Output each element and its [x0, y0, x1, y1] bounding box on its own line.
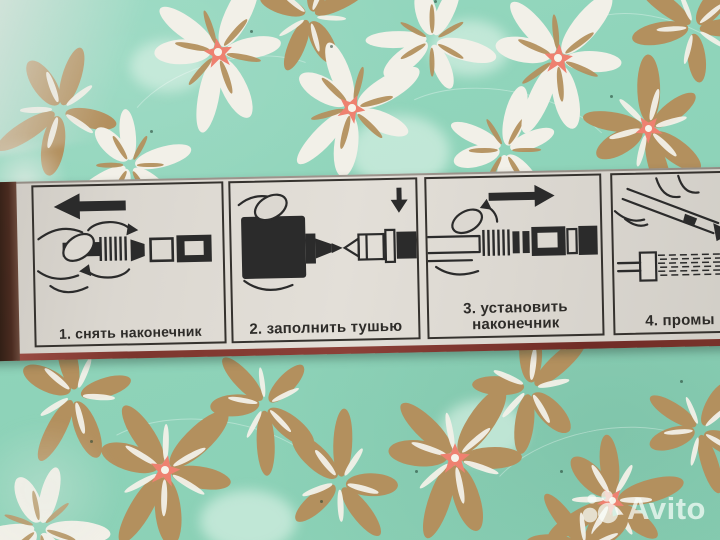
fabric-speck: [415, 470, 418, 473]
avito-watermark: Avito: [582, 490, 706, 528]
instruction-panel-2: 2. заполнить тушью: [228, 177, 421, 344]
fabric-speck: [680, 380, 683, 383]
flower-petal-accent: [429, 4, 435, 33]
fabric-pale-patch: [200, 490, 296, 540]
flower-center-dot: [450, 453, 460, 463]
fill-with-ink-illustration: [237, 187, 417, 291]
fabric-speck: [610, 95, 613, 98]
flower-center-dot: [644, 124, 652, 132]
flower-petal-accent: [317, 14, 347, 21]
fabric-speck: [150, 130, 153, 133]
fabric-speck: [330, 45, 333, 48]
avito-logo-icon: [582, 490, 619, 524]
flower-petal-accent: [136, 162, 164, 168]
panel-2-caption: 2. заполнить тушью: [249, 317, 403, 338]
flower-petal-accent: [512, 147, 541, 153]
flower-petal-accent: [469, 147, 498, 153]
flower-center-dot: [608, 496, 616, 504]
panel-1-caption: 1. снять наконечник: [58, 322, 202, 342]
flower-petal-accent: [620, 497, 652, 503]
arrow-right-icon: [488, 184, 555, 207]
flower-center-dot: [348, 104, 356, 112]
fabric-speck: [250, 30, 253, 33]
instruction-panel-3: 3. установить наконечник: [424, 173, 605, 340]
flower-petal: [471, 373, 525, 397]
panel-3-caption: 3. установить наконечник: [463, 297, 568, 334]
instruction-panel-1: 1. снять наконечник: [31, 181, 227, 348]
rinse-illustration: [613, 174, 720, 282]
fabric-speck: [434, 0, 437, 3]
avito-watermark-text: Avito: [627, 491, 706, 526]
arrow-down-icon: [390, 187, 408, 213]
fabric-speck: [90, 440, 93, 443]
instruction-strip: 1. снять наконечник: [0, 165, 720, 362]
flower-center-dot: [554, 54, 562, 62]
unscrew-tip-illustration: [36, 193, 212, 294]
fabric-speck: [560, 470, 563, 473]
flower-center-dot: [160, 465, 170, 475]
arrow-left-icon: [53, 193, 126, 220]
instruction-panel-4: 4. промы: [610, 169, 720, 336]
panel-4-caption: 4. промы: [645, 310, 715, 330]
flower-petal-accent: [96, 162, 124, 168]
flower-petal: [262, 359, 311, 408]
flower-center-dot: [214, 48, 222, 56]
install-tip-illustration: [426, 184, 598, 276]
fabric-speck: [320, 500, 323, 503]
